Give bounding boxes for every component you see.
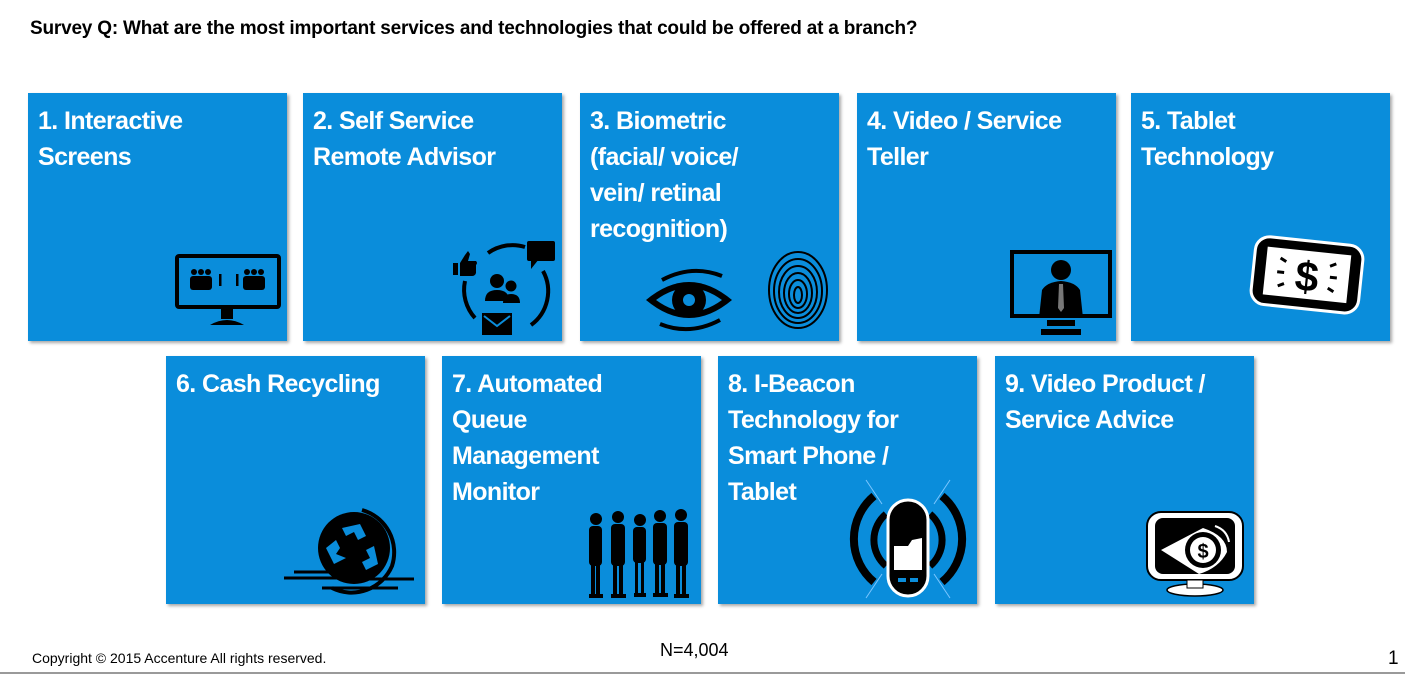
tile-biometric: 3. Biometric (facial/ voice/ vein/ retin…: [580, 93, 839, 341]
beacon-phone-icon: [849, 479, 967, 599]
monitor-people-icon: [175, 254, 281, 325]
tile-label: 8. I-Beacon Technology for Smart Phone /…: [728, 370, 899, 506]
sample-size: N=4,004: [660, 640, 729, 660]
tile-i-beacon: 8. I-Beacon Technology for Smart Phone /…: [718, 356, 977, 604]
bottom-divider: [0, 672, 1405, 674]
tile-label: 9. Video Product / Service Advice: [1005, 370, 1206, 434]
tablet-dollar-icon: $: [1249, 235, 1365, 315]
tile-label: 5. Tablet Technology: [1141, 107, 1274, 171]
video-teller-icon: [1010, 250, 1112, 335]
fingerprint-icon: [768, 251, 828, 329]
tile-interactive-screens: 1. Interactive Screens: [28, 93, 287, 341]
page-number: 1: [1388, 648, 1399, 669]
tile-video-service-teller: 4. Video / Service Teller: [857, 93, 1116, 341]
tile-label: 6. Cash Recycling: [176, 370, 380, 398]
monitor-eye-dollar-icon: $: [1146, 511, 1244, 597]
recycle-coin-icon: [284, 508, 414, 595]
tile-label: 2. Self Service Remote Advisor: [313, 107, 496, 171]
tile-self-service-remote-advisor: 2. Self Service Remote Advisor: [303, 93, 562, 341]
tile-video-product-advice: 9. Video Product / Service Advice $: [995, 356, 1254, 604]
svg-text:$: $: [1197, 541, 1208, 563]
tile-label: 1. Interactive Screens: [38, 107, 183, 171]
tile-label: 4. Video / Service Teller: [867, 107, 1062, 171]
svg-text:$: $: [1293, 252, 1321, 301]
queue-people-icon: [589, 509, 689, 598]
copyright-notice: Copyright © 2015 Accenture All rights re…: [32, 650, 327, 666]
tile-label: 3. Biometric (facial/ voice/ vein/ retin…: [590, 107, 739, 243]
tile-cash-recycling: 6. Cash Recycling: [166, 356, 425, 604]
social-engagement-icon: [453, 241, 555, 335]
eye-icon: [646, 268, 732, 332]
tile-label: 7. Automated Queue Management Monitor: [452, 370, 603, 506]
tile-automated-queue: 7. Automated Queue Management Monitor: [442, 356, 701, 604]
tile-tablet-technology: 5. Tablet Technology $: [1131, 93, 1390, 341]
survey-question-title: Survey Q: What are the most important se…: [30, 18, 918, 39]
